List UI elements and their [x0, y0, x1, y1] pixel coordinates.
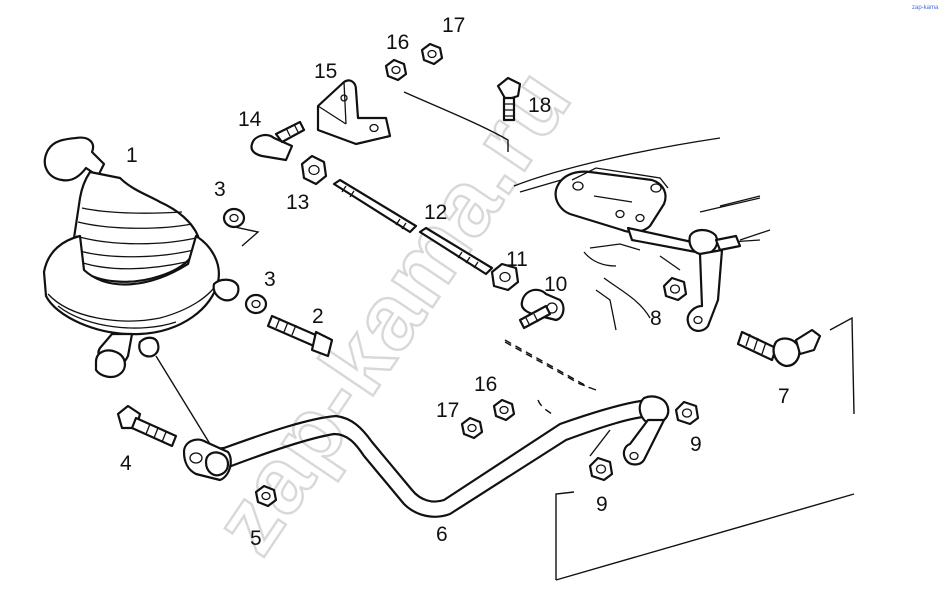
nut-16-upper	[384, 58, 408, 82]
nut-8	[662, 276, 688, 302]
callout-4: 4	[120, 452, 132, 475]
bolt-2	[266, 314, 334, 358]
callout-10: 10	[544, 273, 567, 296]
callout-6: 6	[436, 523, 448, 546]
callout-11: 11	[506, 248, 528, 271]
washer-3-lower	[244, 293, 268, 315]
callout-17-upper: 17	[442, 14, 465, 37]
callout-3-upper: 3	[214, 178, 226, 201]
callout-9-upper: 9	[690, 433, 702, 456]
callout-7: 7	[778, 385, 790, 408]
nut-11	[490, 262, 520, 292]
gear-lever-assembly	[42, 136, 240, 379]
rod-end-7	[736, 328, 822, 368]
nut-16-lower	[492, 398, 516, 422]
callout-3-lower: 3	[264, 268, 276, 291]
elbow-joint-10	[518, 288, 565, 330]
callout-labels: 1 2 3 3 4 5 6 7 8 9 9 10 11 12 13 14 15 …	[120, 14, 790, 550]
callout-15: 15	[314, 60, 337, 83]
leader-lines	[155, 91, 855, 581]
callout-16-upper: 16	[386, 31, 409, 54]
callout-16-lower: 16	[474, 373, 497, 396]
bolt-4	[116, 404, 178, 448]
bracket-15	[316, 79, 392, 146]
callout-2: 2	[312, 305, 324, 328]
threaded-rod-12	[332, 178, 494, 276]
corner-mark: zap-kama	[912, 5, 939, 11]
callout-8: 8	[650, 307, 662, 330]
nut-13	[300, 154, 328, 186]
shift-rod-6	[182, 395, 670, 518]
callout-1: 1	[126, 144, 138, 167]
bolt-14	[250, 120, 306, 162]
nut-5	[254, 484, 278, 508]
nut-17-upper	[420, 42, 444, 66]
callout-5: 5	[250, 527, 262, 550]
callout-13: 13	[286, 191, 309, 214]
callout-12: 12	[424, 201, 447, 224]
callout-9-lower: 9	[596, 493, 608, 516]
nut-17-lower	[460, 416, 484, 440]
nut-9-upper	[674, 400, 700, 426]
transmission-housing	[513, 137, 771, 332]
callout-18: 18	[528, 94, 551, 117]
nut-9-lower	[588, 456, 614, 482]
callout-17-lower: 17	[436, 399, 459, 422]
washer-3-upper	[222, 207, 246, 229]
callout-14: 14	[238, 108, 262, 131]
bolt-18	[496, 76, 522, 122]
